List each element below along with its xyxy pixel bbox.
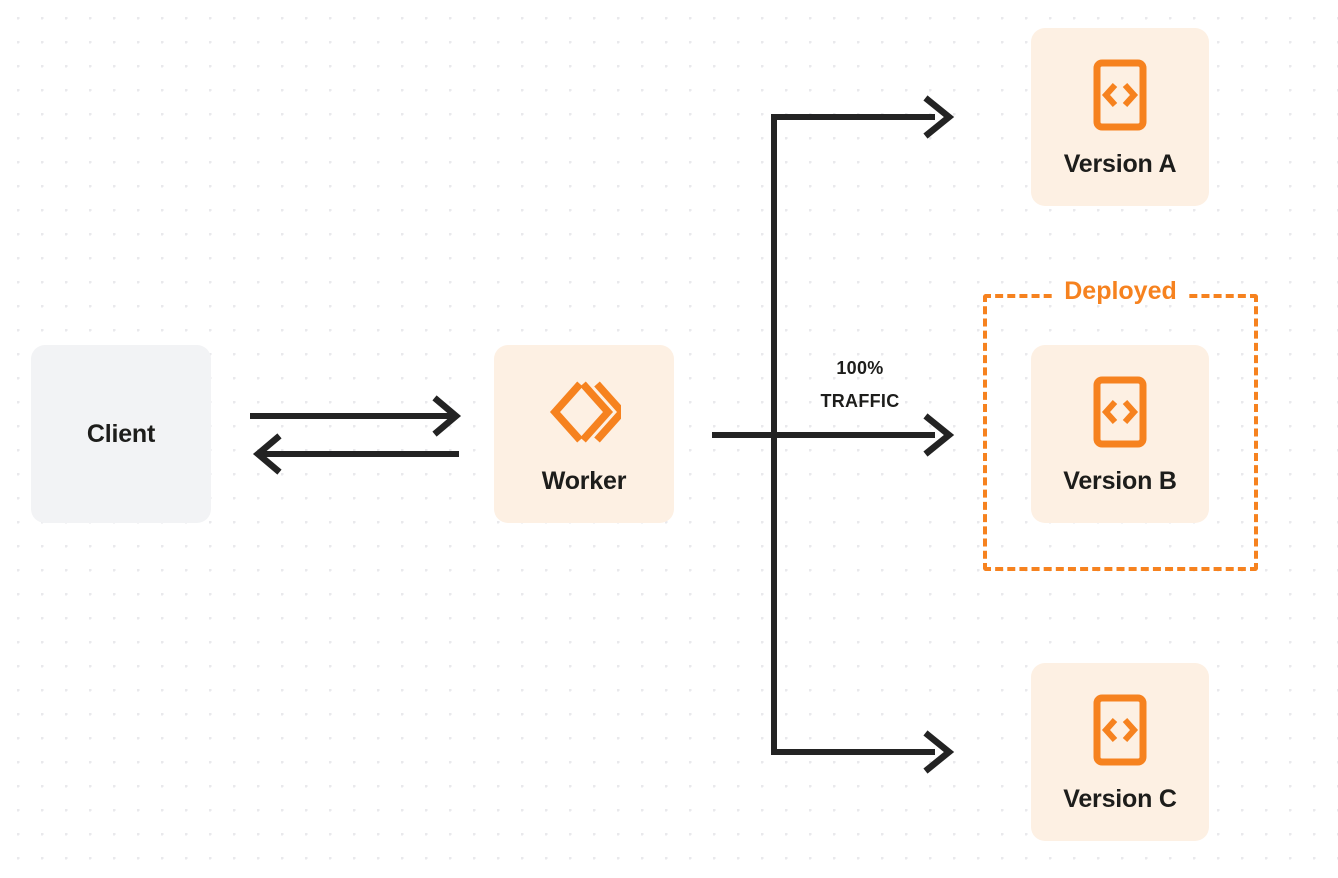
deployed-group-label: Deployed — [1053, 279, 1188, 304]
deployed-group: Deployed — [983, 279, 1258, 571]
node-client-label: Client — [86, 419, 156, 448]
node-version-c[interactable]: Version C — [1031, 663, 1209, 841]
edge-worker-to-version-a — [771, 95, 955, 139]
node-client[interactable]: Client — [31, 345, 211, 523]
node-version-c-label: Version C — [1063, 784, 1177, 813]
node-worker[interactable]: Worker — [494, 345, 674, 523]
code-document-icon — [1090, 693, 1150, 767]
code-document-icon — [1090, 58, 1150, 132]
node-version-b-label: Version B — [1063, 466, 1177, 495]
traffic-annotation: 100% TRAFFIC — [786, 352, 934, 419]
node-version-a-label: Version A — [1063, 149, 1177, 178]
traffic-caption: TRAFFIC — [820, 391, 900, 412]
node-version-b[interactable]: Version B — [1031, 345, 1209, 523]
cloudflare-workers-logo-icon — [547, 375, 621, 449]
edge-worker-to-client — [252, 433, 459, 475]
traffic-percent: 100% — [836, 358, 884, 378]
edge-worker-to-version-b — [923, 413, 955, 457]
edge-client-to-worker — [250, 395, 462, 437]
code-document-icon — [1090, 375, 1150, 449]
node-version-a[interactable]: Version A — [1031, 28, 1209, 206]
edge-worker-to-version-c — [771, 730, 955, 774]
node-worker-label: Worker — [541, 466, 627, 495]
